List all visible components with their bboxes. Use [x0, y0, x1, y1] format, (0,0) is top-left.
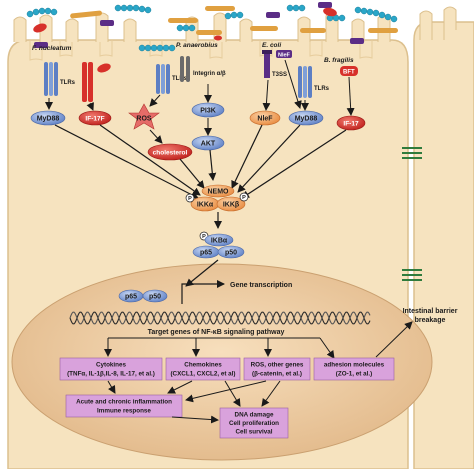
ros-genes-box: ROS, other genes (β-catenin, et al.) — [243, 357, 311, 381]
label-tlrs-1: TLRs — [60, 80, 76, 86]
receptor-arrows — [45, 59, 355, 144]
label-nlef: NleF — [257, 116, 273, 123]
label-if17: IF-17 — [343, 121, 359, 128]
label-cytokines-detail: (TNFα, IL-1β,IL-8, IL-17, et al.) — [67, 371, 155, 378]
label-ikkb: IKKβ — [223, 202, 240, 209]
cholesterol-node — [147, 143, 193, 161]
label-ros-detail: (β-catenin, et al.) — [252, 371, 302, 378]
label-bft: BFT — [343, 70, 355, 76]
bacteria-red — [33, 7, 337, 73]
label-tlrs-2: TLRs — [172, 76, 188, 82]
ikkb-node — [216, 196, 246, 212]
label-pi3k: PI3K — [200, 108, 216, 115]
label-p65: p65 — [200, 250, 212, 257]
label-p-anaerobius: P. anaerobius — [176, 42, 218, 49]
label-integrin: Integrin α/β — [193, 71, 226, 77]
ros-star — [128, 103, 160, 130]
p50-nuclear-node — [142, 289, 168, 303]
label-nemo: NEMO — [208, 189, 230, 196]
ikk-complex: NEMO IKKα IKKβ P P — [185, 184, 249, 212]
nlef-membrane-box — [276, 50, 292, 58]
label-p50: p50 — [225, 250, 237, 257]
label-barrier-1: Intestinal barrier — [403, 308, 458, 315]
label-barrier-2: breakage — [415, 317, 446, 324]
label-ikka: IKKα — [197, 202, 214, 209]
label-e-coli: E. coli — [262, 42, 281, 49]
bacteria-teal-chains — [26, 4, 398, 52]
label-phos-3: P — [202, 234, 206, 240]
inflammation-box: Acute and chronic inflammation Immune re… — [65, 394, 183, 418]
bacteria-purple-rods — [34, 2, 364, 48]
integrin-receptor — [180, 56, 190, 82]
pi3k-node — [191, 102, 225, 118]
adhesion-box: adhesion molecules (ZO-1, et al.) — [313, 357, 395, 381]
label-chemokines-title: Chemokines — [184, 362, 222, 369]
label-inflammation-1: Acute and chronic inflammation — [76, 399, 172, 406]
ikba-complex: P IKBα p65 p50 — [192, 231, 245, 259]
cytokines-box: Cytokines (TNFα, IL-1β,IL-8, IL-17, et a… — [59, 357, 163, 381]
myd88-node-1 — [30, 110, 66, 126]
phospho-marker-1 — [185, 193, 195, 203]
tlr-receptor-3 — [298, 66, 312, 98]
arrow-gene-transcription — [181, 280, 225, 304]
label-tlrs-3: TLRs — [314, 86, 330, 92]
chemokines-box: Chemokines (CXCL1, CXCL2, et al) — [165, 357, 241, 381]
bacteria-orange-rods — [70, 6, 398, 35]
label-myd88-1: MyD88 — [37, 116, 60, 123]
label-myd88-2: MyD88 — [295, 116, 318, 123]
label-if17f: IF-17F — [85, 116, 104, 123]
label-b-fragilis: B. fragilis — [324, 57, 354, 64]
label-dna-2: Cell proliferation — [229, 420, 279, 427]
outcome-arrows — [107, 321, 413, 424]
if17f-node — [78, 110, 112, 126]
label-gene-transcription: Gene transcription — [230, 282, 292, 289]
label-chemokines-detail: (CXCL1, CXCL2, et al) — [170, 371, 235, 378]
label-nlef-membrane: NleF — [278, 53, 291, 59]
label-ros: ROS — [136, 116, 152, 123]
akt-node — [191, 135, 225, 151]
label-cholesterol: cholesterol — [153, 150, 188, 157]
phospho-marker-2 — [239, 192, 249, 202]
label-adhesion-detail: (ZO-1, et al.) — [336, 371, 372, 378]
myd88-node-2 — [288, 110, 324, 126]
tight-junction-lower — [402, 269, 422, 281]
label-dna-1: DNA damage — [235, 412, 274, 419]
neighbor-cell — [413, 6, 474, 469]
p50-node — [217, 245, 245, 259]
label-inflammation-2: Immune response — [97, 408, 151, 415]
if17f-receptor — [82, 62, 93, 102]
label-cytokines-title: Cytokines — [96, 362, 127, 369]
label-ikba: IKBα — [211, 238, 228, 245]
label-ros-title: ROS, other genes — [251, 362, 304, 369]
dna-damage-box: DNA damage Cell proliferation Cell survi… — [219, 407, 289, 439]
nemo-node — [201, 184, 235, 198]
label-target-genes: Target genes of NF-κB signaling pathway — [148, 329, 285, 336]
label-phos-1: P — [188, 196, 192, 202]
ikba-node — [204, 233, 234, 247]
tlr-receptor-1 — [44, 62, 58, 96]
tlr-receptor-2 — [156, 64, 170, 94]
dna-helix — [69, 311, 371, 325]
arrow-to-nucleus — [185, 259, 219, 287]
bft-toxin — [340, 66, 358, 76]
convergence-arrows — [54, 124, 347, 199]
nuclear-p65-p50: p65 p50 — [118, 289, 168, 303]
nlef-node — [249, 110, 281, 126]
label-phos-2: P — [242, 195, 246, 201]
label-t3ss: T3SS — [272, 72, 287, 78]
t3ss-needle — [262, 50, 272, 78]
label-f-nucleatum: F. nucleatum — [32, 45, 72, 52]
if17-node — [336, 115, 366, 131]
label-adhesion-title: adhesion molecules — [324, 362, 385, 369]
label-akt: AKT — [201, 141, 216, 148]
label-p65-nuclear: p65 — [125, 294, 137, 301]
label-dna-3: Cell survival — [235, 429, 272, 436]
tight-junction-upper — [402, 147, 422, 159]
target-gene-branches — [104, 337, 335, 359]
label-p50-nuclear: p50 — [149, 294, 161, 301]
